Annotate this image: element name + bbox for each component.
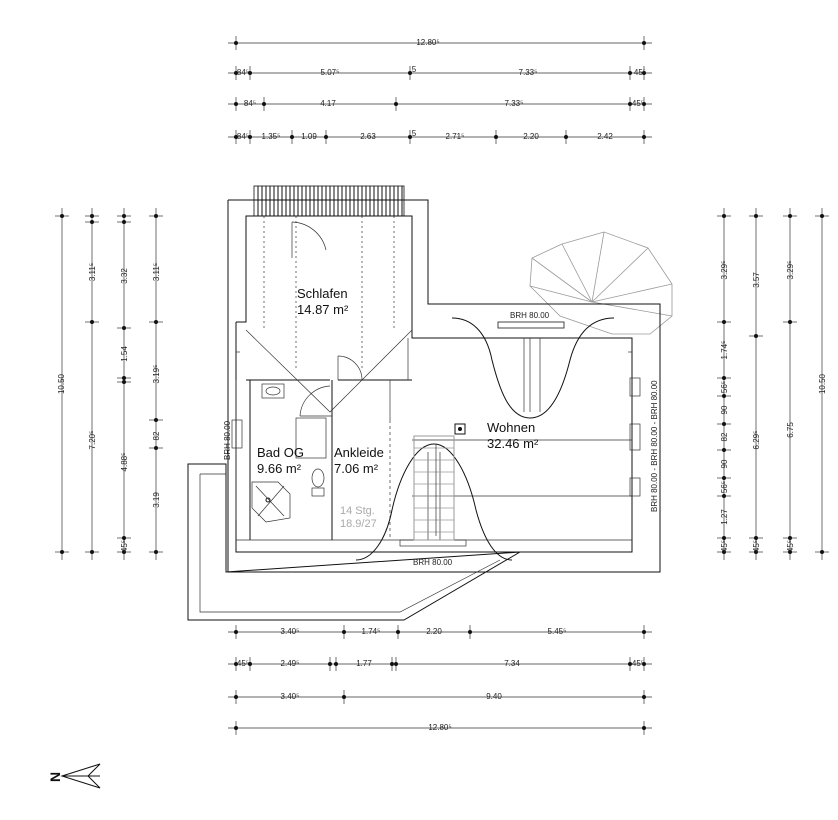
dim-right-2-1: 3.57 bbox=[752, 272, 761, 288]
room-labels: Schlafen 14.87 m² Wohnen 32.46 m² Bad OG… bbox=[223, 286, 659, 567]
dim-right-1-4: 90 bbox=[720, 405, 729, 414]
north-label: N bbox=[47, 772, 63, 782]
window-label-left: BRH 80.00 bbox=[223, 420, 232, 460]
stairs-steps: 14 Stg. bbox=[340, 505, 375, 517]
dim-left-2-2: 7.20⁵ bbox=[88, 431, 97, 450]
dim-top-2-5: 45⁵ bbox=[634, 68, 646, 77]
building bbox=[187, 185, 673, 621]
shower-tray bbox=[251, 481, 291, 523]
dim-top-4-3: 1.09 bbox=[301, 132, 317, 141]
wc bbox=[311, 468, 325, 497]
dim-left-1-1: 10.50 bbox=[57, 373, 66, 394]
windows-right bbox=[629, 377, 641, 497]
dim-top-2-3: 5 bbox=[412, 65, 417, 74]
dim-right-1-5: 82 bbox=[720, 432, 729, 441]
door-bad bbox=[299, 385, 332, 417]
chimney bbox=[454, 423, 466, 435]
dim-bottom-1-4: 5.45⁵ bbox=[548, 627, 567, 636]
room-name-wohnen: Wohnen bbox=[487, 420, 535, 435]
dim-top-4-7: 2.20 bbox=[523, 132, 539, 141]
room-area-bad-og: 9.66 m² bbox=[257, 461, 302, 476]
dim-top-4-5: 5 bbox=[412, 129, 417, 138]
dim-bottom-3-2: 9.40 bbox=[486, 692, 502, 701]
dim-bottom-2-4: 7.34 bbox=[504, 659, 520, 668]
dormer-top bbox=[451, 317, 615, 419]
dim-right-3-3: 45⁵ bbox=[786, 540, 795, 552]
north-arrow: N bbox=[47, 763, 101, 789]
dim-bottom-1-2: 1.74⁵ bbox=[362, 627, 381, 636]
staircase bbox=[413, 435, 455, 541]
dim-right-3-2: 6.75 bbox=[786, 422, 795, 438]
dim-top-3-2: 4.17 bbox=[320, 99, 336, 108]
dim-bottom-4-1: 12.80⁵ bbox=[428, 723, 451, 732]
dim-top-4-4: 2.63 bbox=[360, 132, 376, 141]
dim-left-3-4: 45⁵ bbox=[120, 540, 129, 552]
dim-bottom-1-1: 3.40⁵ bbox=[281, 627, 300, 636]
dim-right-3-1: 3.29⁵ bbox=[786, 261, 795, 280]
bottom-dimensions: 3.40⁵ 1.74⁵ 2.20 5.45⁵ 45⁵ 2.49⁵ 1.77 7.… bbox=[228, 625, 652, 735]
dim-bottom-3-1: 3.40⁵ bbox=[281, 692, 300, 701]
dim-bottom-1-3: 2.20 bbox=[426, 627, 442, 636]
dim-left-4-4: 3.19 bbox=[152, 492, 161, 508]
window-label-right: BRH 80.00 - BRH 80.00 - BRH 80.00 bbox=[650, 380, 659, 512]
dim-bottom-2-5: 45⁵ bbox=[632, 659, 644, 668]
dim-right-1-2: 1.74⁵ bbox=[720, 341, 729, 360]
dim-top-3-4: 45⁵ bbox=[632, 99, 644, 108]
dim-top-3-3: 7.33⁵ bbox=[505, 99, 524, 108]
dim-right-1-7: 56⁵ bbox=[720, 481, 729, 493]
dim-right-2-3: 45⁵ bbox=[752, 540, 761, 552]
room-name-bad-og: Bad OG bbox=[257, 445, 304, 460]
window-label-top: BRH 80.00 bbox=[510, 311, 550, 320]
ridge-hatch bbox=[253, 185, 405, 217]
room-area-ankleide: 7.06 m² bbox=[334, 461, 379, 476]
room-area-wohnen: 32.46 m² bbox=[487, 436, 539, 451]
top-dimensions: 12.80⁵ 84⁵ 5.07⁵ 5 7.33⁵ 45⁵ 84⁵ 4.17 7.… bbox=[228, 36, 652, 144]
dim-top-4-2: 1.35⁵ bbox=[262, 132, 281, 141]
dim-top-4-6: 2.71⁵ bbox=[446, 132, 465, 141]
stairs-ratio: 18.9/27 bbox=[340, 518, 377, 530]
room-area-schlafen: 14.87 m² bbox=[297, 302, 349, 317]
dim-left-4-2: 3.19⁵ bbox=[152, 365, 161, 384]
dim-top-1-1: 12.80⁵ bbox=[416, 38, 439, 47]
dim-left-3-3: 4.88⁵ bbox=[120, 453, 129, 472]
dim-top-3-1: 84⁵ bbox=[244, 99, 256, 108]
dim-left-4-1: 3.11⁵ bbox=[152, 263, 161, 281]
dim-top-2-2: 5.07⁵ bbox=[321, 68, 340, 77]
door-ankleide bbox=[337, 355, 363, 381]
dim-top-4-1: 84⁵ bbox=[237, 132, 249, 141]
dim-left-3-1: 3.32 bbox=[120, 268, 129, 284]
dim-bottom-2-2: 2.49⁵ bbox=[281, 659, 300, 668]
dim-right-1-1: 3.29⁵ bbox=[720, 261, 729, 280]
window-label-bottom: BRH 80.00 bbox=[413, 558, 453, 567]
dim-right-2-2: 6.29⁵ bbox=[752, 431, 761, 450]
dim-top-2-4: 7.33⁵ bbox=[519, 68, 538, 77]
dormer-bottom bbox=[355, 443, 513, 561]
dim-bottom-2-1: 45⁵ bbox=[237, 659, 249, 668]
dim-top-2-1: 84⁵ bbox=[237, 68, 249, 77]
dim-right-1-9: 45⁵ bbox=[720, 540, 729, 552]
dim-right-1-8: 1.27 bbox=[720, 509, 729, 525]
bay-window-outline bbox=[529, 231, 673, 335]
dim-left-2-1: 3.11⁵ bbox=[88, 263, 97, 281]
room-name-schlafen: Schlafen bbox=[297, 286, 348, 301]
dim-right-1-6: 90 bbox=[720, 459, 729, 468]
bathtub-outline bbox=[295, 417, 327, 459]
room-name-ankleide: Ankleide bbox=[334, 445, 384, 460]
left-dimensions: 10.50 3.11⁵ 7.20⁵ 3.32 1.54 4.88⁵ 45⁵ 3.… bbox=[55, 208, 163, 560]
right-dimensions: 3.29⁵ 1.74⁵ 56⁵ 90 82 90 56⁵ 1.27 45⁵ 3.… bbox=[717, 208, 829, 560]
dim-left-4-3: 82 bbox=[152, 431, 161, 440]
window-top-frame bbox=[497, 321, 565, 329]
dim-bottom-2-3: 1.77 bbox=[356, 659, 372, 668]
dim-right-1-3: 56⁵ bbox=[720, 381, 729, 393]
door-schlafen bbox=[291, 221, 327, 258]
dim-right-4-1: 10.50 bbox=[818, 373, 827, 394]
dim-left-3-2: 1.54 bbox=[120, 346, 129, 362]
window-left bbox=[231, 419, 243, 449]
washbasin bbox=[261, 383, 285, 399]
dim-top-4-8: 2.42 bbox=[597, 132, 613, 141]
